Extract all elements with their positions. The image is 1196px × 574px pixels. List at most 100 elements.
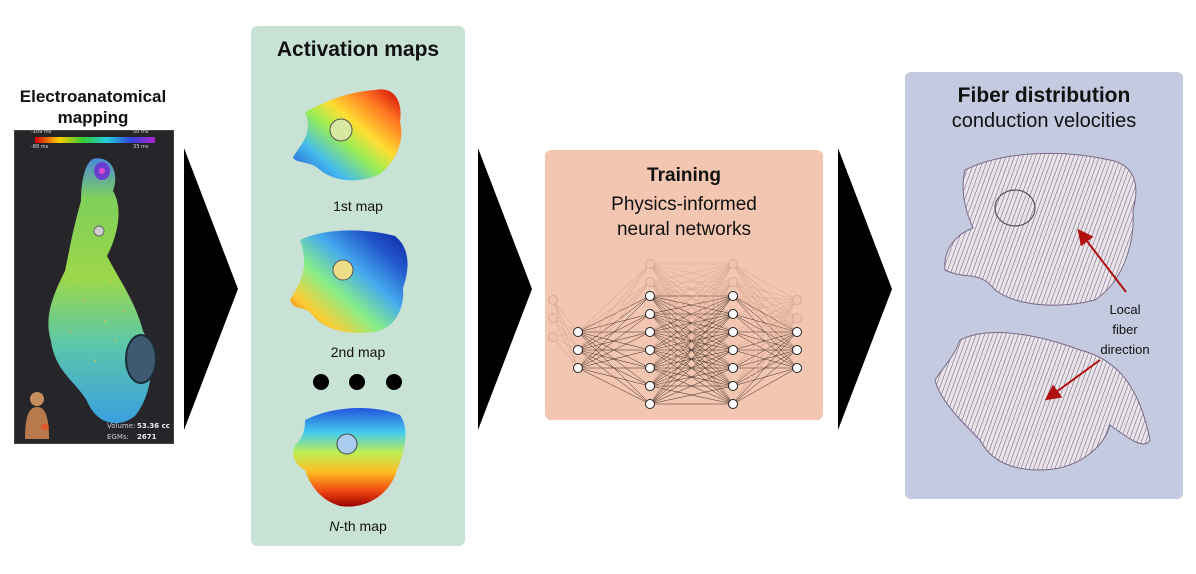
annotation-arrow-upper <box>1077 228 1127 293</box>
colorbar-min-bottom: -88 ms <box>31 144 49 150</box>
map-label-2: 2nd map <box>330 344 386 360</box>
nn-node <box>645 399 655 409</box>
activation-map-n <box>293 408 406 507</box>
nn-connection <box>649 263 734 405</box>
nn-node <box>645 381 655 391</box>
local-label-line3: direction <box>1100 342 1150 357</box>
volume-label: Volume: <box>107 422 136 430</box>
nn-connection <box>649 295 734 405</box>
fiber-render-1 <box>944 152 1137 306</box>
map-label-n: N-th map <box>251 518 465 534</box>
nn-node <box>728 309 738 319</box>
nn-connection <box>577 349 651 369</box>
ellipsis-dot-3 <box>386 374 402 390</box>
electroanatomical-map-image: -109 ms -88 ms 50 ms 33 ms Volume: 53.36… <box>14 129 174 444</box>
nn-connection <box>649 263 734 369</box>
nn-connection <box>732 281 798 319</box>
heart-surface <box>48 158 152 424</box>
nn-connection <box>732 299 798 405</box>
nn-connection <box>732 295 798 333</box>
fiber-subtitle: conduction velocities <box>951 110 1137 132</box>
nn-connection <box>732 281 798 301</box>
nn-connection <box>577 295 651 333</box>
fiber-render-2 <box>934 332 1151 471</box>
nn-connection <box>732 331 798 351</box>
training-title: Training <box>647 165 721 186</box>
local-label-line1: Local <box>1109 302 1141 317</box>
nn-node <box>645 309 655 319</box>
nn-connection <box>732 367 798 405</box>
annotation-arrow-lower <box>1044 359 1101 401</box>
nn-node-faint <box>728 277 738 287</box>
nn-connection <box>552 317 579 369</box>
vein-opening <box>125 334 157 384</box>
annotation-arrows <box>1044 228 1127 401</box>
nn-connection <box>732 295 798 301</box>
egms-label: EGMs: <box>107 433 129 441</box>
map-label-n-rest: -th map <box>339 518 387 534</box>
nn-node <box>645 291 655 301</box>
nn-node <box>728 327 738 337</box>
colorbar <box>35 137 155 143</box>
training-subtitle-line2: neural networks <box>616 219 752 240</box>
flow-arrow-3 <box>838 148 892 430</box>
nn-node <box>792 363 802 373</box>
nn-connection <box>732 331 798 405</box>
activation-maps-title: Activation maps <box>276 38 440 61</box>
nn-connection <box>732 299 798 369</box>
nn-connection <box>577 367 651 387</box>
training-panel <box>545 150 823 420</box>
nn-node <box>645 327 655 337</box>
nn-node <box>573 327 583 337</box>
nn-node <box>573 345 583 355</box>
nn-connection <box>577 263 651 351</box>
local-fiber-direction-label: Local fiber direction <box>1085 300 1165 360</box>
nn-connection <box>732 331 798 369</box>
nn-connection <box>732 299 798 315</box>
orientation-figure <box>25 392 49 439</box>
map-label-n-italic: N <box>329 518 340 534</box>
nn-connection <box>552 317 579 351</box>
nn-connection <box>649 313 734 405</box>
nn-connection <box>732 263 798 301</box>
nn-connection <box>577 313 651 369</box>
nn-node <box>792 345 802 355</box>
nn-connection <box>577 263 651 369</box>
colorbar-min-top: -109 ms <box>31 129 52 135</box>
nn-connection <box>649 331 734 405</box>
nn-connection <box>732 299 798 387</box>
flow-arrow-2 <box>478 148 532 430</box>
electroanatomical-heart-render <box>25 137 157 439</box>
nn-node <box>728 345 738 355</box>
nn-connection <box>732 299 798 351</box>
nn-connection <box>552 336 579 369</box>
volume-value: 53.36 cc <box>137 422 170 430</box>
electroanatomical-title-line2: mapping <box>57 108 129 127</box>
nn-connection <box>577 263 651 333</box>
colorbar-max-bottom: 33 ms <box>133 144 149 150</box>
nn-connection <box>649 263 734 333</box>
nn-connection <box>649 263 734 387</box>
neural-network-diagram <box>548 259 802 409</box>
egms-value: 2671 <box>137 433 157 441</box>
ellipsis-dot-1 <box>313 374 329 390</box>
activation-map-1 <box>293 89 402 181</box>
nn-node <box>645 345 655 355</box>
nn-connection <box>649 367 734 405</box>
nn-connection <box>732 331 798 387</box>
training-subtitle: Physics-informed neural networks <box>545 192 823 242</box>
nn-connection <box>649 295 734 369</box>
nn-connection <box>649 263 734 315</box>
nn-node <box>573 363 583 373</box>
nn-connection <box>649 295 734 351</box>
nn-node-faint <box>548 332 558 342</box>
activation-map-2 <box>290 230 408 334</box>
nn-connection <box>649 263 734 283</box>
nn-node <box>728 381 738 391</box>
nn-connection <box>577 331 651 369</box>
nn-connection <box>577 281 651 369</box>
nn-connection <box>552 299 579 333</box>
electroanatomical-title-line1: Electroanatomical <box>19 87 167 106</box>
nn-connection <box>732 317 798 405</box>
nn-node <box>645 363 655 373</box>
